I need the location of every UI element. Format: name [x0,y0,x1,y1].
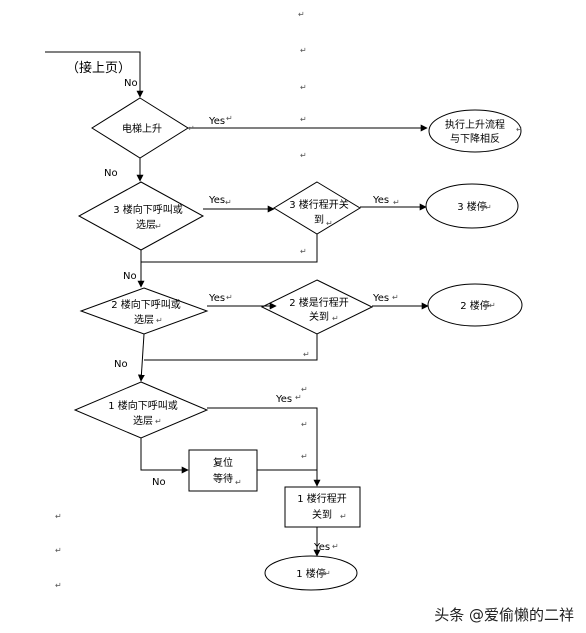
label-up-flow-2: 与下降相反 [450,132,500,145]
edge-yes-switch3: Yes [372,195,389,206]
label-floor3-call-1: 3 楼向下呼叫或 [113,203,183,216]
para-mark: ↵ [295,393,302,402]
para-mark: ↵ [301,385,308,394]
para-mark: ↵ [516,125,523,134]
para-mark: ↵ [300,83,307,92]
para-mark: ↵ [300,115,307,124]
edge-yes-up: Yes [208,116,225,127]
arrow-floor1-yes [207,407,321,487]
label-floor3-switch-2: 到 [314,214,324,226]
label-floor3-stop: 3 楼停 [457,200,487,213]
label-reset: 复位 [213,456,233,469]
para-mark: ↵ [340,512,347,521]
label-floor1-switch-1: 1 楼行程开 [297,492,347,505]
label-floor2-call-2: 选层 [134,313,154,326]
label-floor3-call-2: 选层 [136,218,156,231]
decision-floor2-call [79,287,209,335]
label-floor1-stop: 1 楼停 [296,567,326,580]
para-mark: ↵ [326,219,333,228]
label-elevator-up: 电梯上升 [122,122,162,135]
para-mark: ↵ [301,452,308,461]
loop-switch3-no [141,234,318,263]
para-mark: ↵ [393,198,400,207]
label-floor2-switch-1: 2 楼是行程开 [289,296,349,309]
edge-no-top: No [124,78,138,89]
para-mark: ↵ [155,417,162,426]
para-mark: ↵ [332,542,339,551]
edge-yes-switch2: Yes [372,293,389,304]
paragraph-marks: ↵ ↵ ↵ ↵ ↵ ↵ ↵ ↵ ↵ ↵ ↵ ↵ ↵ ↵ ↵ ↵ ↵ ↵ ↵ ↵ … [55,10,523,590]
terminal-floor1-stop [264,555,358,591]
terminal-floor2-stop [427,283,523,327]
para-mark: ↵ [332,314,339,323]
para-mark: ↵ [303,350,310,359]
para-mark: ↵ [300,151,307,160]
edge-no-floor3: No [123,271,137,282]
label-floor2-switch-2: 关到 [309,310,329,323]
para-mark: ↵ [300,247,307,256]
label-wait: 等待 [213,472,233,485]
terminal-up-flow [428,109,522,153]
edge-yes-floor1: Yes [275,394,292,405]
para-mark: ↵ [485,203,492,212]
para-mark: ↵ [392,293,399,302]
para-mark: ↵ [324,569,331,578]
para-mark: ↵ [225,198,232,207]
watermark: 头条 @爱偷懒的二祥 [434,606,574,624]
label-up-flow-1: 执行上升流程 [445,118,505,131]
edge-no-floor1: No [152,477,166,488]
label-floor2-stop: 2 楼停 [460,299,490,312]
para-mark: ↵ [226,293,233,302]
para-mark: ↵ [226,114,233,123]
edge-yes-floor2: Yes [208,293,225,304]
entry-line [45,51,144,98]
arrow-floor1-no [140,438,189,474]
para-mark: ↵ [55,581,62,590]
para-mark: ↵ [155,222,162,231]
para-mark: ↵ [55,512,62,521]
label-floor2-call-1: 2 楼向下呼叫或 [111,298,181,311]
para-mark: ↵ [300,46,307,55]
edge-no-up: No [104,168,118,179]
para-mark: ↵ [235,478,242,487]
edge-no-floor2: No [114,359,128,370]
para-mark: ↵ [298,10,305,19]
para-mark: ↵ [489,301,496,310]
label-floor1-call-1: 1 楼向下呼叫或 [108,399,178,412]
label-continue: （接上页） [66,60,131,76]
label-floor1-call-2: 选层 [133,414,153,427]
loop-switch2-no [144,334,318,361]
edge-yes-switch1: Yes [313,542,330,553]
terminal-floor3-stop [425,183,519,229]
decision-floor3-call [77,181,205,251]
label-floor1-switch-2: 关到 [312,508,332,521]
para-mark: ↵ [188,124,195,133]
edge-yes-floor3: Yes [208,195,225,206]
para-mark: ↵ [55,546,62,555]
arrow-floor2-no [137,333,145,382]
label-floor3-switch-1: 3 楼行程开关 [289,198,349,211]
para-mark: ↵ [156,316,163,325]
para-mark: ↵ [301,420,308,429]
box-floor1-switch [284,486,361,528]
